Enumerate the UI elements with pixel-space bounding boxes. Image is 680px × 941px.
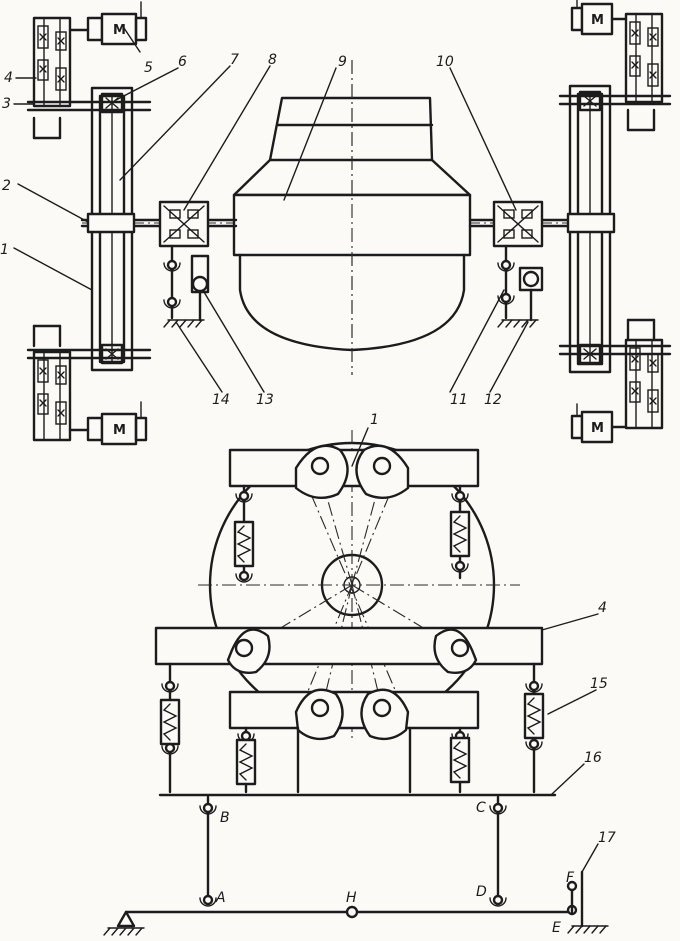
point-b: B [220, 810, 230, 826]
motor-label: M [591, 421, 604, 436]
point-d: D [476, 884, 487, 900]
callout-2: 2 [2, 178, 11, 194]
right-self-aligning-bearing [492, 200, 544, 248]
left-bottom-gear-unit: M [26, 324, 152, 446]
left-self-aligning-bearing [158, 200, 210, 248]
callout-6: 6 [178, 54, 187, 70]
callout-7: 7 [230, 52, 239, 68]
callout-13: 13 [256, 392, 274, 408]
callout-9: 9 [338, 54, 347, 70]
right-bottom-gear-unit: M [558, 318, 672, 444]
point-e: E [552, 920, 561, 936]
callout-lever-17: 17 [598, 830, 616, 846]
callout-3: 3 [2, 96, 11, 112]
callout-14: 14 [212, 392, 230, 408]
callout-5: 5 [144, 60, 153, 76]
mixer-drum [232, 60, 472, 375]
point-f: F [566, 870, 575, 886]
motor-label: M [113, 423, 126, 438]
motor-label: M [113, 23, 126, 38]
callout-8: 8 [268, 52, 277, 68]
callout-beam-4: 4 [598, 600, 607, 616]
lower-rocker-beam [228, 688, 480, 794]
spring-suspensions [159, 484, 545, 794]
middle-beam [154, 626, 544, 674]
bottom-leader-lines [351, 427, 599, 873]
point-c: C [476, 800, 486, 816]
callout-4: 4 [4, 70, 13, 86]
point-a: A [215, 890, 226, 906]
callout-10: 10 [436, 54, 454, 70]
left-top-gear-unit: M [26, 1, 152, 140]
left-support-linkage [162, 244, 210, 328]
callout-11: 11 [450, 392, 468, 408]
top-rocker-beam [228, 444, 480, 500]
callout-spring-15: 15 [590, 676, 608, 692]
top-view: M M [0, 0, 672, 446]
bottom-view: 1 4 15 16 17 A B C D E F H [103, 412, 616, 936]
callout-1: 1 [0, 242, 9, 258]
top-leader-lines [13, 27, 529, 393]
right-top-gear-unit: M [558, 0, 672, 132]
right-support-linkage [496, 244, 544, 328]
callout-frame-16: 16 [584, 750, 602, 766]
lever-system [103, 795, 609, 936]
callout-ring-1: 1 [370, 412, 379, 428]
callout-12: 12 [484, 392, 502, 408]
right-chain-drive [566, 84, 616, 374]
motor-label: M [591, 13, 604, 28]
left-chain-drive [86, 86, 136, 372]
point-h: H [346, 890, 357, 906]
